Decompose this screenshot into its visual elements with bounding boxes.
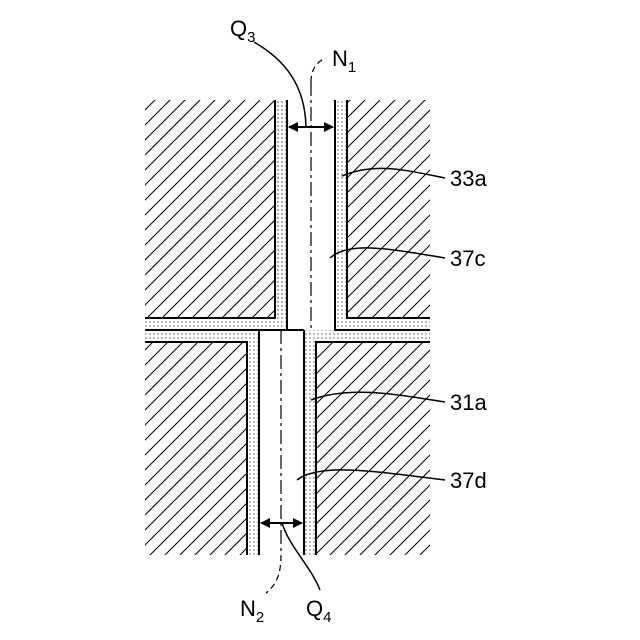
upper-left-bottom-coating [145, 318, 287, 330]
lower-right-coating-strip [304, 342, 316, 555]
label-33a: 33a [450, 166, 487, 191]
lower-left-body [145, 342, 247, 555]
lower-left-coating-strip [247, 342, 259, 555]
lower-right-body [316, 342, 430, 555]
lower-left-top-coating [145, 330, 259, 342]
lower-right-top-coating [304, 330, 430, 342]
label-31a: 31a [450, 390, 487, 415]
label-q4: Q4 [306, 596, 331, 626]
label-37d: 37d [450, 468, 487, 493]
axis-n2-leader [266, 555, 281, 593]
label-n2: N2 [240, 596, 264, 626]
upper-left-body [145, 100, 275, 318]
label-q3: Q3 [230, 16, 255, 46]
lower-block-31a [145, 330, 430, 555]
axis-n1-leader [311, 58, 326, 82]
label-n1: N1 [332, 46, 356, 76]
upper-right-bottom-coating [335, 318, 430, 330]
upper-right-body [347, 100, 430, 318]
upper-right-coating-strip [335, 100, 347, 318]
label-37c: 37c [450, 246, 485, 271]
upper-left-coating-strip [275, 100, 287, 318]
upper-block-33a [145, 100, 430, 330]
